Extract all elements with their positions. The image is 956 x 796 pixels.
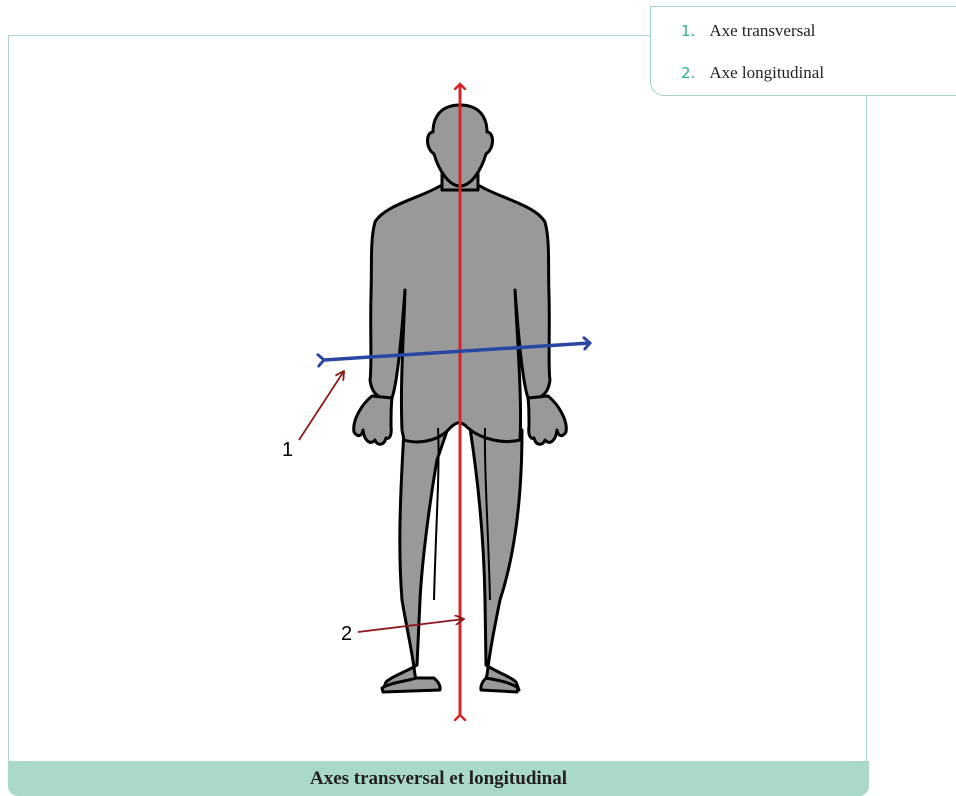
left-hand: [354, 396, 392, 444]
right-leg: [470, 428, 522, 690]
pointer-line-1: [299, 371, 344, 440]
callout-1: 1: [282, 439, 293, 461]
figure-caption: Axes transversal et longitudinal: [310, 768, 567, 790]
callout-2: 2: [341, 623, 352, 645]
right-hand: [528, 396, 566, 444]
caption-bar: Axes transversal et longitudinal: [8, 761, 869, 796]
